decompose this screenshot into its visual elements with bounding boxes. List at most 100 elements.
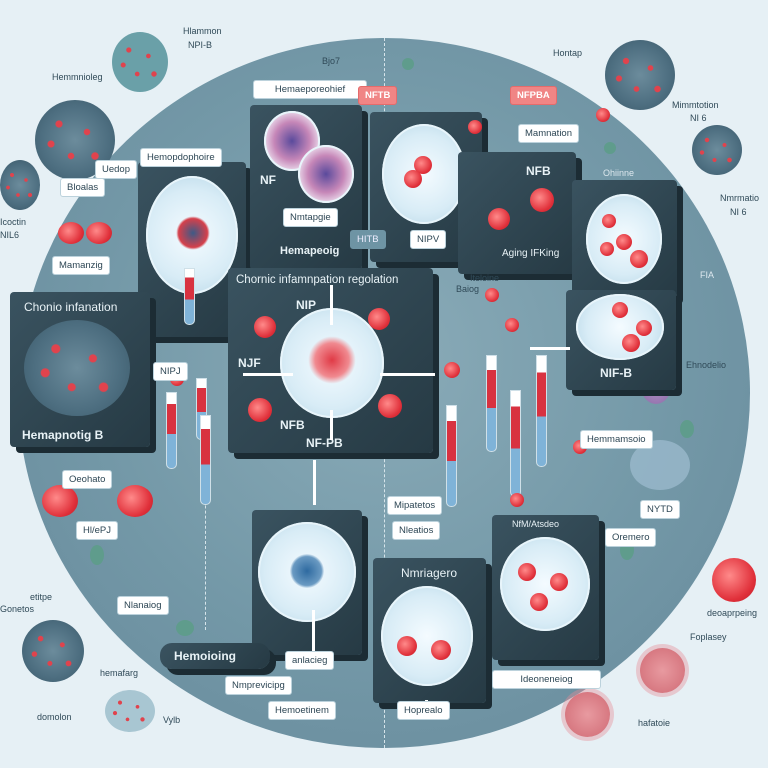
panel-bottom-right: NfM/Atsdeo [492, 515, 599, 660]
panel-cell-cluster [572, 180, 677, 298]
label: NIPV [410, 230, 447, 249]
panel-footer: Hemapnotig B [22, 428, 104, 442]
arrow-down [330, 410, 333, 440]
red-blood-cell-icon [368, 308, 390, 330]
cell-illustration [576, 294, 664, 360]
cell-cluster-icon [112, 32, 168, 92]
label: Hoprealo [397, 701, 450, 720]
red-blood-cell-icon [117, 485, 153, 517]
text-label: Gonetos [0, 604, 35, 614]
label: Hemmamsoio [580, 430, 653, 449]
text-label: Ehnodelio [686, 360, 727, 370]
text-label: deoaprpeing [707, 608, 758, 618]
red-dot-icon [485, 288, 499, 302]
cell-cluster-icon [605, 40, 675, 110]
cell-illustration [280, 308, 384, 418]
panel-nfb: NFB Aging IFKing [458, 152, 576, 274]
panel-title: Chonio infanation [24, 300, 118, 314]
green-cell-icon [402, 58, 414, 70]
label: Oeohato [62, 470, 113, 489]
label: Oremero [605, 528, 657, 547]
bar-hemoioing: Hemoioing [160, 643, 270, 669]
panel-nif-b: NIF-B [566, 290, 676, 390]
arrow-up [330, 285, 333, 325]
cell-cluster-icon [0, 160, 40, 210]
label: Mamnation [518, 124, 579, 143]
label: HITB [350, 230, 386, 249]
label: NIPJ [153, 362, 188, 381]
text-label: Foplasey [690, 632, 727, 642]
center-label-left: NJF [238, 356, 261, 370]
label: Hemoetinem [268, 701, 336, 720]
cell-illustration [258, 522, 356, 622]
center-footer: NF-PB [306, 436, 343, 450]
cell-cluster-icon [22, 620, 84, 682]
red-blood-cell-icon [712, 558, 756, 602]
text-label: Hontap [553, 48, 583, 58]
panel-bottom-left [252, 510, 362, 655]
cell-cluster-icon [105, 690, 155, 732]
label: Uedop [95, 160, 137, 179]
text-label: Hemmnioleg [52, 72, 103, 82]
red-dot-icon [596, 108, 610, 122]
red-blood-cell-icon [254, 316, 276, 338]
bar-label: Hemoioing [174, 649, 236, 663]
red-blood-cell-icon [42, 485, 78, 517]
label: Nmtapgie [283, 208, 338, 227]
arrow-down [313, 460, 316, 505]
red-dot-icon [505, 318, 519, 332]
callout-label: NFTB [358, 86, 398, 105]
cell-cluster-icon [24, 320, 130, 416]
label: anlacieg [285, 651, 335, 670]
panel-header: NfM/Atsdeo [512, 519, 560, 529]
cell-illustration [586, 194, 662, 284]
panel-bottom-mid: Nmriagero [373, 558, 486, 703]
label: Nleatios [392, 521, 441, 540]
panel-chronic-inflammation: Chonio infanation Hemapnotig B [10, 292, 150, 447]
text-label: etitpe [30, 592, 53, 602]
red-dot-icon [444, 362, 460, 378]
arrow-down [312, 610, 315, 660]
green-cell-icon [176, 620, 194, 636]
arrow-right [530, 347, 570, 350]
text-label: hafatoie [638, 718, 671, 728]
test-tube-icon [200, 415, 211, 505]
label: Ideoneneiog [492, 670, 601, 689]
text-label: Iteloine [470, 273, 500, 283]
green-cell-icon [680, 420, 694, 438]
arrow-right [380, 373, 435, 376]
red-blood-cell-icon [58, 222, 84, 244]
text-label: Bjo7 [322, 56, 341, 66]
divider-line [205, 460, 206, 630]
test-tube-icon [446, 405, 457, 507]
text-label: NPI-B [188, 40, 213, 50]
center-label-up: NIP [296, 298, 317, 312]
cell-cluster-icon [692, 125, 742, 175]
label: Hl/ePJ [76, 521, 118, 540]
test-tube-icon [510, 390, 521, 497]
red-blood-cell-icon [530, 188, 554, 212]
panel-footer: Hemapeoig [280, 245, 340, 257]
spiky-cell-icon [565, 692, 610, 737]
text-label: Hlammon [183, 26, 222, 36]
spiky-cell-icon [640, 648, 685, 693]
panel-footer: NIF-B [600, 366, 632, 380]
cell-illustration [500, 537, 590, 631]
panel-center: Chornic infamnpation regolation NIP NJF … [228, 268, 433, 453]
panel-title: Nmriagero [401, 566, 458, 580]
test-tube-icon [184, 268, 195, 325]
text-label: Mimmtotion [672, 100, 719, 110]
text-label: hemafarg [100, 668, 139, 678]
red-blood-cell-icon [248, 398, 272, 422]
panel-hemapeoig: NF Hemapeoig [250, 105, 362, 270]
text-label: NI 6 [730, 207, 747, 217]
red-blood-cell-icon [488, 208, 510, 230]
cell-illustration [298, 145, 354, 203]
test-tube-icon [486, 355, 497, 452]
label: Bloalas [60, 178, 106, 197]
center-label-bottom: NFB [280, 418, 305, 432]
panel-footer: Aging IFKing [502, 248, 560, 259]
cell-illustration [381, 586, 473, 686]
text-label: Nmrmatio [720, 193, 760, 203]
label: Nlanaiog [117, 596, 169, 615]
